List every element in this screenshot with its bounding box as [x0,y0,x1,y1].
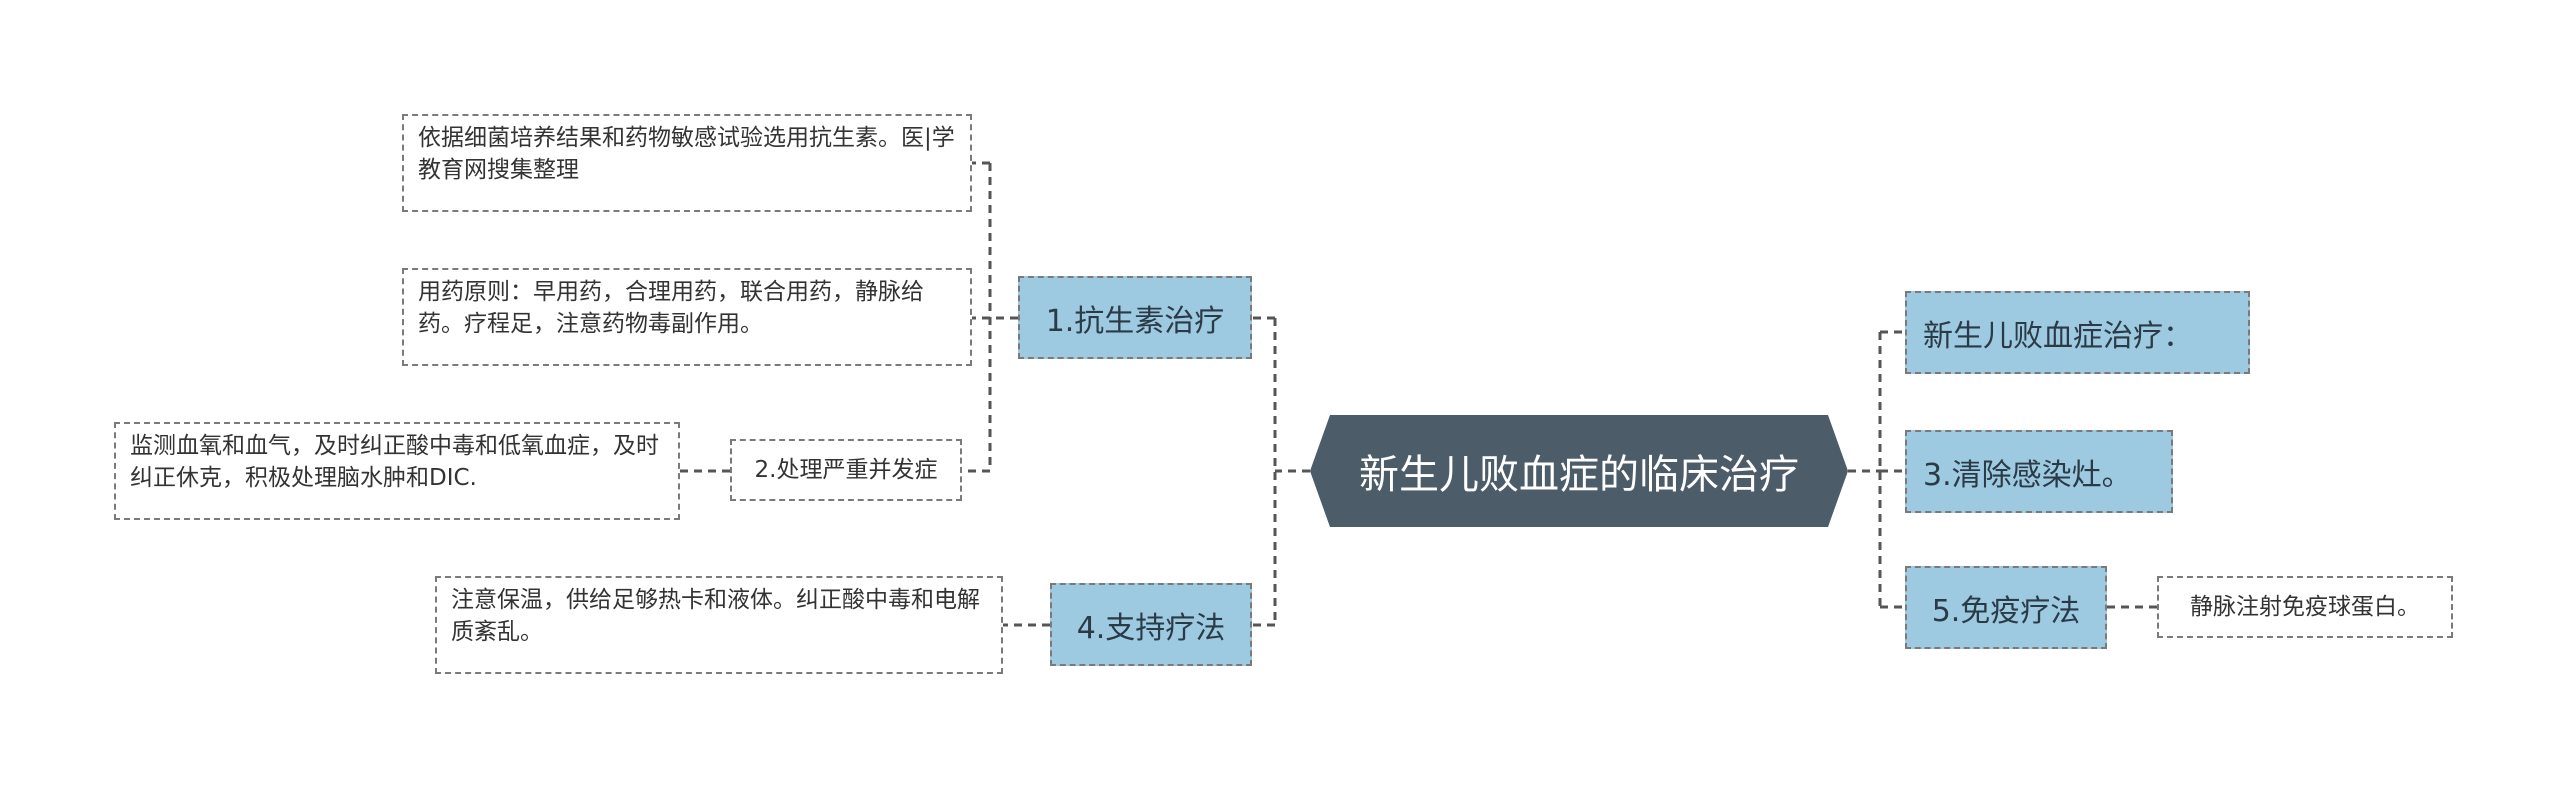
detail-antibiotic-principle-text: 用药原则：早用药，合理用药，联合用药，静脉给药。疗程足，注意药物毒副作用。 [418,279,924,337]
topic-antibiotic[interactable]: 1.抗生素治疗 [1018,276,1252,359]
topic-immune[interactable]: 5.免疫疗法 [1905,566,2107,649]
detail-support-text: 注意保温，供给足够热卡和液体。纠正酸中毒和电解质紊乱。 [451,587,980,645]
topic-treatment-title[interactable]: 新生儿败血症治疗： [1905,291,2250,374]
detail-complication[interactable]: 监测血氧和血气，及时纠正酸中毒和低氧血症，及时纠正休克，积极处理脑水肿和DIC. [114,422,680,520]
topic-immune-label: 5.免疫疗法 [1931,593,2081,629]
detail-immune[interactable]: 静脉注射免疫球蛋白。 [2157,576,2453,638]
detail-complication-text: 监测血氧和血气，及时纠正酸中毒和低氧血症，及时纠正休克，积极处理脑水肿和DIC. [130,433,659,491]
topic-treatment-title-label: 新生儿败血症治疗： [1923,318,2193,354]
topic-support-label: 4.支持疗法 [1076,610,1226,646]
central-topic-label: 新生儿败血症的临床治疗 [1359,452,1799,498]
detail-immune-text: 静脉注射免疫球蛋白。 [2190,594,2420,620]
topic-complication[interactable]: 2.处理严重并发症 [730,439,962,501]
topic-complication-label: 2.处理严重并发症 [754,457,938,483]
topic-infection-label: 3.清除感染灶。 [1923,457,2132,493]
detail-support[interactable]: 注意保温，供给足够热卡和液体。纠正酸中毒和电解质紊乱。 [435,576,1003,674]
topic-infection[interactable]: 3.清除感染灶。 [1905,430,2173,513]
detail-antibiotic-principle[interactable]: 用药原则：早用药，合理用药，联合用药，静脉给药。疗程足，注意药物毒副作用。 [402,268,972,366]
topic-support[interactable]: 4.支持疗法 [1050,583,1252,666]
detail-antibiotic-selection-text: 依据细菌培养结果和药物敏感试验选用抗生素。医|学教育网搜集整理 [418,125,955,183]
detail-antibiotic-selection[interactable]: 依据细菌培养结果和药物敏感试验选用抗生素。医|学教育网搜集整理 [402,114,972,212]
central-topic[interactable]: 新生儿败血症的临床治疗 [1310,415,1848,527]
topic-antibiotic-label: 1.抗生素治疗 [1045,303,1225,339]
